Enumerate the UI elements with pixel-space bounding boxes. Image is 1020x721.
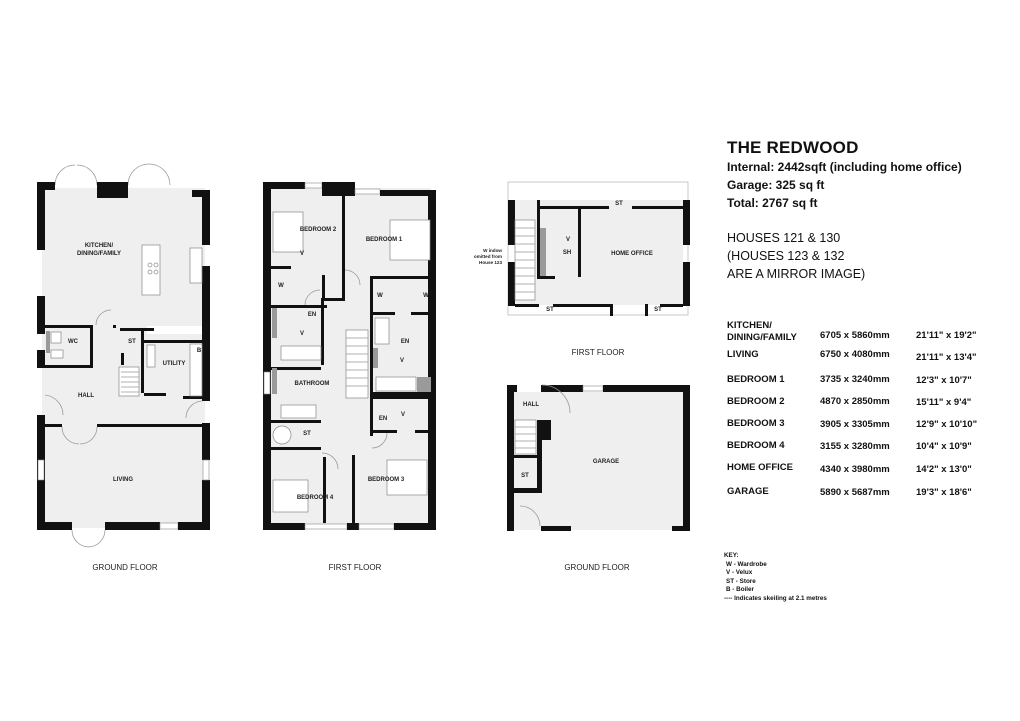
caption-ground-floor-garage: GROUND FLOOR (564, 563, 630, 572)
label-velux: V (400, 358, 404, 364)
room-label-garage-store: ST (521, 473, 529, 479)
room-name: BEDROOM 1 (727, 374, 785, 385)
label-wardrobe: W (278, 283, 284, 289)
window-note-line-2: omitted from (474, 254, 502, 259)
room-name: KITCHEN/ (727, 320, 772, 331)
room-label-bedroom-3: BEDROOM 3 (368, 477, 405, 483)
garage-plan: HALL ST GARAGE GROUND FLOOR (507, 384, 690, 572)
caption-first-floor: FIRST FLOOR (329, 563, 382, 572)
label-store: ST (654, 307, 662, 313)
room-label-kitchen-2: DINING/FAMILY (77, 251, 121, 257)
label-wardrobe: W (423, 293, 429, 299)
room-imperial: 15'11" x 9'4" (916, 397, 972, 408)
label-store: ST (615, 201, 623, 207)
room-name: BEDROOM 3 (727, 418, 785, 429)
room-label-hall: HALL (78, 393, 94, 399)
room-name: BEDROOM 2 (727, 396, 785, 407)
room-imperial: 10'4" x 10'9" (916, 441, 972, 452)
key-item-boiler: B - Boiler (726, 586, 754, 594)
home-office-plan: ST V SH HOME OFFICE ST ST W indow omitte… (474, 181, 690, 357)
label-velux: V (566, 237, 570, 243)
label-velux: V (300, 331, 304, 337)
room-label-store: ST (128, 339, 136, 345)
room-name: LIVING (727, 349, 759, 360)
room-imperial: 12'9" x 10'10" (916, 419, 978, 430)
room-label-bedroom-4: BEDROOM 4 (297, 495, 334, 501)
ground-floor-plan: KITCHEN/ DINING/FAMILY WC ST UTILITY B H… (37, 163, 210, 572)
room-metric: 6705 x 5860mm (820, 330, 890, 341)
room-label-ensuite: EN (308, 312, 316, 318)
key-legend: KEY: W - Wardrobe V - Velux ST - Store B… (724, 552, 827, 604)
key-item-wardrobe: W - Wardrobe (726, 560, 767, 568)
label-velux: V (300, 251, 304, 257)
room-imperial: 12'3" x 10'7" (916, 375, 972, 386)
room-label-ensuite: EN (401, 339, 409, 345)
room-imperial: 21'11" x 19'2" (916, 330, 977, 341)
houses-line-3: ARE A MIRROR IMAGE) (727, 267, 866, 281)
room-label-boiler: B (197, 348, 202, 354)
window-note-line-1: W indow (483, 248, 502, 253)
room-label-store: ST (303, 431, 311, 437)
houses-line-1: HOUSES 121 & 130 (727, 231, 841, 245)
room-name-cont: DINING/FAMILY (727, 332, 797, 343)
room-label-home-office: HOME OFFICE (611, 251, 653, 257)
room-label-wc: WC (68, 339, 79, 345)
room-name: BEDROOM 4 (727, 440, 785, 451)
internal-area: Internal: 2442sqft (including home offic… (727, 160, 962, 174)
room-name: HOME OFFICE (727, 462, 793, 473)
room-label-bedroom-2: BEDROOM 2 (300, 227, 337, 233)
room-label-garage: GARAGE (593, 459, 619, 465)
room-label-living: LIVING (113, 477, 133, 483)
key-item-skeiling: ---- Indicates skeiling at 2.1 metres (724, 594, 827, 602)
caption-ground-floor: GROUND FLOOR (92, 563, 158, 572)
room-label-ensuite: EN (379, 416, 387, 422)
garage-area: Garage: 325 sq ft (727, 178, 825, 192)
room-name: GARAGE (727, 486, 769, 497)
caption-first-floor-office: FIRST FLOOR (572, 348, 625, 357)
houses-line-2: (HOUSES 123 & 132 (727, 249, 845, 263)
room-metric: 4870 x 2850mm (820, 396, 890, 407)
total-area: Total: 2767 sq ft (727, 196, 818, 210)
room-label-bathroom: BATHROOM (295, 381, 330, 387)
property-title: THE REDWOOD (727, 138, 859, 157)
first-floor-plan: BEDROOM 2 BEDROOM 1 V W W W EN V EN V BA… (263, 182, 436, 572)
room-label-bedroom-1: BEDROOM 1 (366, 237, 403, 243)
room-imperial: 19'3" x 18'6" (916, 487, 972, 498)
key-item-velux: V - Velux (726, 569, 753, 577)
label-store: ST (546, 307, 554, 313)
label-shower: SH (563, 250, 571, 256)
room-imperial: 14'2" x 13'0" (916, 464, 972, 475)
room-label-utility: UTILITY (163, 361, 186, 367)
room-metric: 3735 x 3240mm (820, 374, 890, 385)
room-label-garage-hall: HALL (523, 402, 539, 408)
room-imperial: 21'11" x 13'4" (916, 352, 977, 363)
label-wardrobe: W (377, 293, 383, 299)
key-item-store: ST - Store (726, 577, 756, 585)
room-metric: 3905 x 3305mm (820, 419, 890, 430)
room-metric: 6750 x 4080mm (820, 349, 890, 360)
room-metric: 5890 x 5687mm (820, 487, 890, 498)
room-metric: 3155 x 3280mm (820, 441, 890, 452)
window-note-line-3: House 123 (479, 260, 502, 265)
key-title: KEY: (724, 552, 739, 559)
label-velux: V (401, 412, 405, 418)
room-label-kitchen: KITCHEN/ (85, 243, 114, 249)
room-metric: 4340 x 3980mm (820, 464, 890, 475)
